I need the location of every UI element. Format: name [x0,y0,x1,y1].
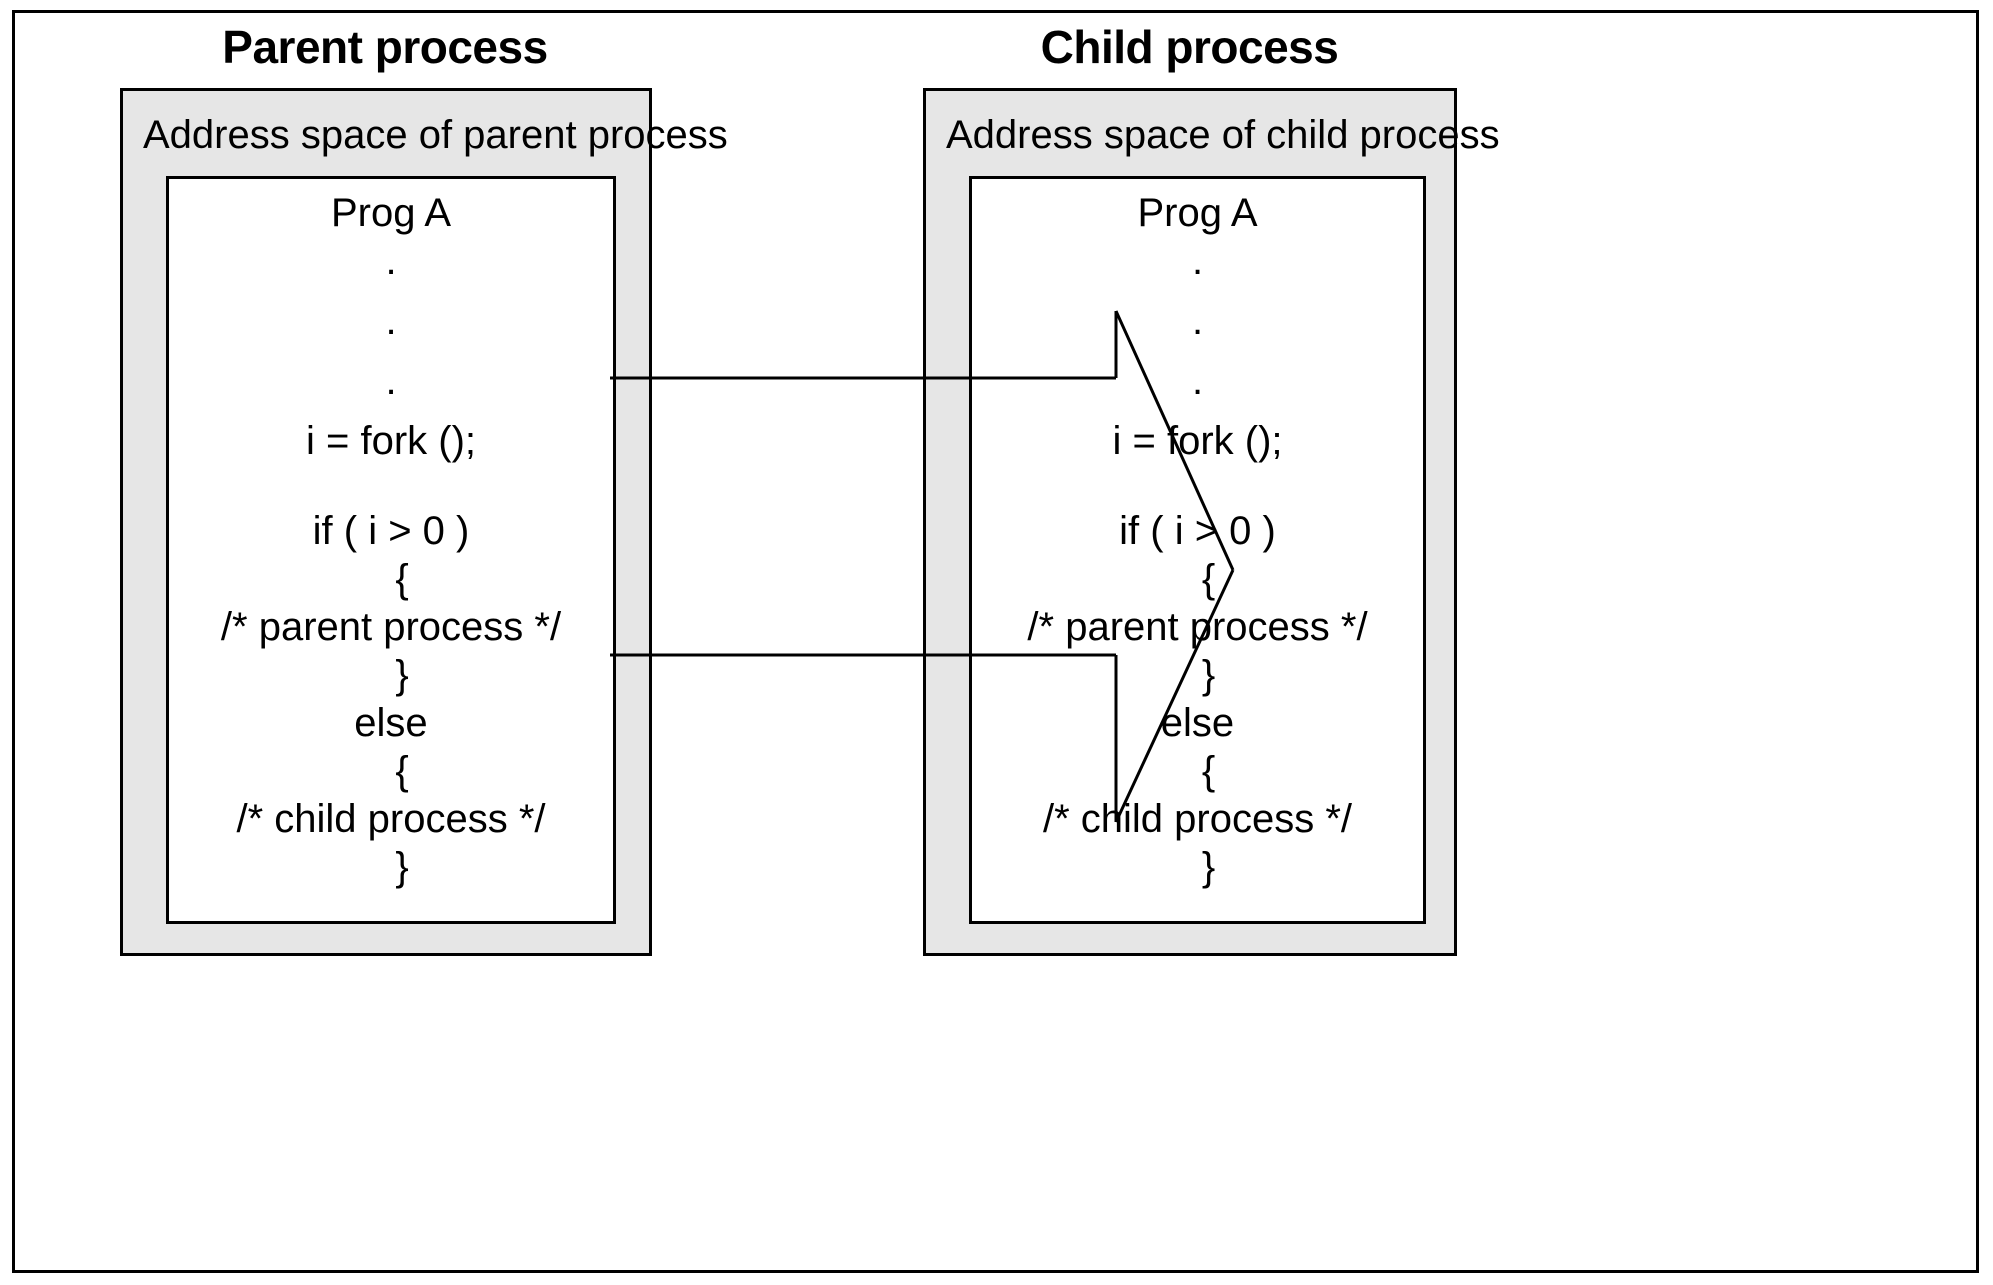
code-line: /* child process */ [236,797,546,841]
code-line: { [373,557,409,601]
child-code-block: Prog A . . . i = fork (); if ( i > 0 ) {… [972,193,1423,895]
code-line: } [373,845,409,889]
page-title-parent: Parent process [222,21,548,73]
code-line: . [385,239,397,283]
code-line: else [1160,701,1235,745]
parent-code-block: Prog A . . . i = fork (); if ( i > 0 ) {… [169,193,613,895]
page-title-child: Child process [1040,21,1339,73]
code-line: /* child process */ [1042,797,1353,841]
fork-copy-arrow-icon [610,310,1235,823]
child-address-space-box: Address space of child process Prog A . … [923,88,1500,956]
parent-program-box: Prog A . . . i = fork (); if ( i > 0 ) {… [166,176,616,924]
code-line: } [1179,845,1216,889]
code-line: . [1191,299,1204,343]
code-line: if ( i > 0 ) [312,509,470,553]
outer-frame [12,10,1979,1273]
code-line: i = fork (); [1112,419,1283,463]
code-line: Prog A [330,191,452,235]
code-line: { [1179,749,1216,793]
code-line: } [1179,653,1216,697]
code-line: { [373,749,409,793]
code-line: Prog A [1137,191,1258,235]
code-line: . [385,299,397,343]
code-line: else [354,701,428,745]
code-line: { [1179,557,1216,601]
code-line: /* parent process */ [220,605,562,649]
parent-address-space-label: Address space of parent process [143,113,728,157]
code-line: . [1191,239,1204,283]
code-line: i = fork (); [305,419,477,463]
code-line-blank [169,469,613,511]
code-line: . [1191,359,1204,403]
code-line: } [373,653,409,697]
child-program-box: Prog A . . . i = fork (); if ( i > 0 ) {… [969,176,1426,924]
code-line: . [385,359,397,403]
child-address-space-label: Address space of child process [946,113,1500,157]
parent-address-space-box: Address space of parent process Prog A .… [120,88,728,956]
